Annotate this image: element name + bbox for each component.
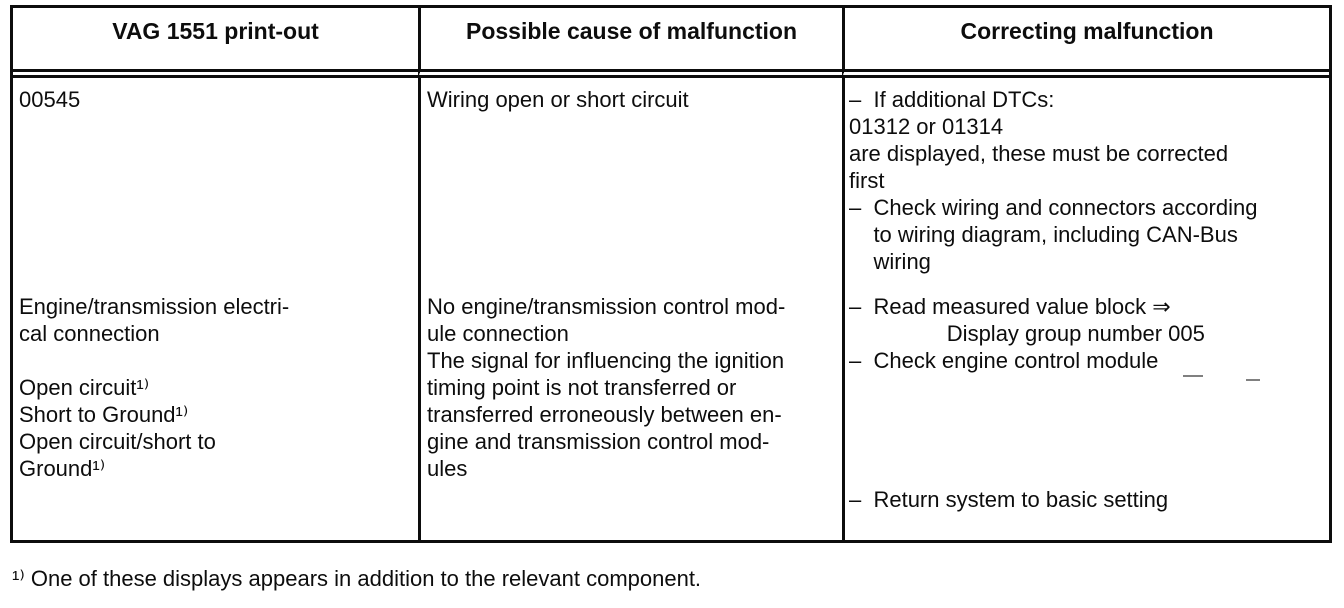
scan-artifact (1183, 375, 1203, 377)
text-line: Open circuit/short to (19, 429, 216, 454)
text-line: transferred erroneously between en- (427, 402, 782, 427)
text-line: – Check wiring and connectors according (849, 195, 1258, 220)
text-line: The signal for influencing the ignition (427, 348, 785, 373)
printout-description: Engine/transmission electri-cal connecti… (13, 293, 418, 482)
footnote: ¹⁾ One of these displays appears in addi… (12, 566, 702, 591)
text-line: Short to Ground¹⁾ (19, 402, 189, 427)
text-line: – Check engine control module (849, 348, 1159, 373)
text-line: Wiring open or short circuit (427, 87, 689, 112)
text-line: to wiring diagram, including CAN-Bus (849, 222, 1238, 247)
text-line: timing point is not transferred or (427, 375, 737, 400)
text-line: Engine/transmission electri- (19, 294, 290, 319)
cause-row2: No engine/transmission control mod-ule c… (421, 293, 842, 482)
text-line: Open circuit¹⁾ (19, 375, 150, 400)
text-line: 01312 or 01314 (849, 114, 1004, 139)
text-line: first (849, 168, 885, 193)
text-line: wiring (849, 249, 931, 274)
text-line: ule connection (427, 321, 569, 346)
correction-row2: – Read measured value block ⇒ Display gr… (845, 293, 1329, 374)
text-line: – Read measured value block ⇒ (849, 294, 1171, 319)
text-line: ules (427, 456, 468, 481)
text-line: 00545 (19, 87, 81, 112)
text-line: Ground¹⁾ (19, 456, 106, 481)
text-line: gine and transmission control mod- (427, 429, 770, 454)
text-line: Display group number 005 (849, 321, 1205, 346)
header-cause: Possible cause of malfunction (418, 8, 842, 78)
scan-artifact (1246, 379, 1260, 381)
cause-row1: Wiring open or short circuit (421, 86, 842, 113)
header-printout: VAG 1551 print-out (13, 8, 418, 78)
text-line (13, 347, 418, 374)
header-correction: Correcting malfunction (842, 8, 1329, 78)
cause-cell: Wiring open or short circuit No engine/t… (418, 78, 842, 540)
text-line: are displayed, these must be corrected (849, 141, 1229, 166)
text-line: No engine/transmission control mod- (427, 294, 786, 319)
dtc-table: VAG 1551 print-out Possible cause of mal… (10, 5, 1332, 543)
text-line: cal connection (19, 321, 160, 346)
printout-cell: 00545 Engine/transmission electri-cal co… (13, 78, 418, 540)
text-line: – If additional DTCs: (849, 87, 1055, 112)
text-line: – Return system to basic setting (849, 487, 1169, 512)
correction-basic-setting: – Return system to basic setting (845, 486, 1329, 513)
printout-dtc-code: 00545 (13, 86, 418, 113)
